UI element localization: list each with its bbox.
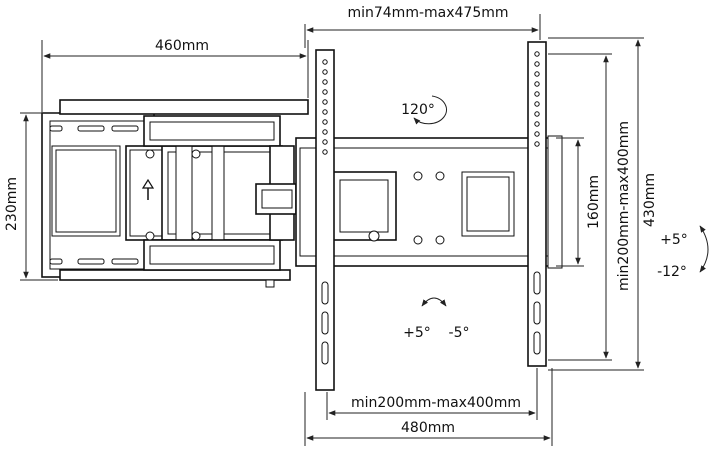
vesa-horizontal-bottom-label: min200mm-max400mm — [351, 395, 521, 411]
dimension-160 — [556, 137, 584, 267]
total-height-label: 430mm — [642, 173, 658, 227]
vesa-horizontal-top-label: min74mm-max475mm — [347, 5, 508, 21]
dimension-430 — [548, 37, 644, 371]
tilt-down-label: -12° — [657, 264, 687, 280]
swivel-minus-label: -5° — [449, 325, 470, 341]
tv-mount-plate — [295, 135, 563, 269]
up-arrow-icon — [141, 178, 155, 200]
swivel-plus-label: +5° — [403, 325, 431, 341]
vertical-tv-arm-left — [315, 49, 335, 391]
center-height-label: 160mm — [586, 175, 602, 229]
dimension-230 — [20, 112, 58, 281]
tilt-arc-icon — [699, 225, 709, 273]
dimension-480 — [304, 368, 553, 446]
wall-plate-width-label: 460mm — [155, 38, 209, 54]
vertical-tv-arm-right — [527, 41, 547, 367]
dimension-vesa-bottom — [326, 368, 538, 420]
articulating-arms — [125, 115, 297, 271]
rotation-arc-icon — [413, 95, 448, 125]
bracket-width-label: 480mm — [401, 420, 455, 436]
rotation-label: 120° — [401, 102, 435, 118]
swivel-arc-icon — [421, 297, 447, 307]
dimension-460 — [41, 40, 309, 112]
dimension-vesa-vertical — [548, 53, 612, 361]
tilt-up-label: +5° — [660, 232, 688, 248]
dimension-vesa-top — [304, 14, 541, 48]
wall-plate — [41, 99, 309, 288]
vesa-vertical-label: min200mm-max400mm — [616, 121, 632, 291]
wall-plate-height-label: 230mm — [4, 177, 20, 231]
